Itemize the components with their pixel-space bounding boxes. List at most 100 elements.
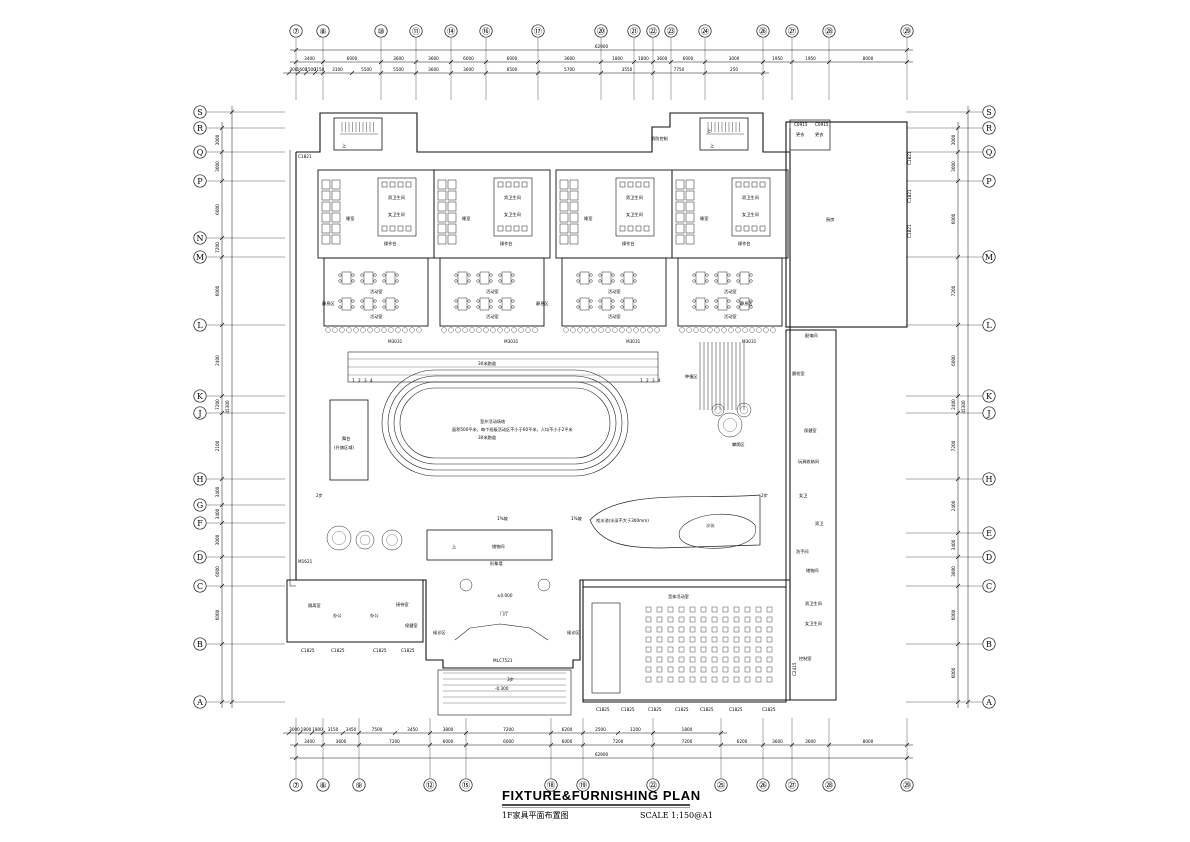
dim-top-row2-tick (760, 70, 766, 76)
planter-shrub (598, 327, 604, 333)
chair (395, 273, 399, 277)
left-axis-circle (193, 406, 207, 420)
right-axis-circle (982, 550, 996, 564)
left-axis-label: R (197, 124, 204, 133)
chair (467, 273, 471, 277)
left-axis-label: L (197, 321, 203, 330)
admin-block (286, 579, 424, 643)
door-label-c1821: C1821 (298, 154, 312, 159)
music-room-seat (722, 606, 729, 613)
dim-left-segments-tick (219, 699, 225, 705)
top-axis-circle (444, 24, 458, 38)
chair (692, 279, 696, 283)
chair (489, 305, 493, 309)
right-axis-circle (982, 526, 996, 540)
room-label-sleep: 睡室 (462, 215, 470, 221)
door-label-c1825: C1825 (401, 648, 415, 653)
chair (454, 305, 458, 309)
bed (447, 212, 457, 223)
dim-top-total-value: 62900 (595, 44, 609, 49)
dim-left-total-value: 45300 (225, 400, 230, 414)
dim-left-segments-value: 3400 (215, 508, 220, 519)
dim-top-row1-value: 8000 (863, 56, 874, 61)
planter-shrub (441, 327, 447, 333)
planter-shrub (563, 327, 569, 333)
toilet-fixture (751, 225, 758, 232)
room-label-toilet-m: 男卫生间 (626, 194, 643, 201)
bottom-axis-label: ㉕ (717, 781, 725, 790)
chair (360, 305, 364, 309)
room-label-waiting: 候诊区 (433, 629, 446, 636)
room-label-lobby: 门厅 (500, 610, 508, 617)
dim-right-segments-tick (955, 322, 961, 328)
music-room-seat (744, 666, 751, 673)
table (695, 271, 706, 285)
planter-shrub (584, 327, 590, 333)
chair (714, 273, 718, 277)
music-room-seat (711, 636, 718, 643)
room-label-east: 配电间 (805, 332, 818, 339)
dim-bottom-row2-tick (427, 730, 433, 736)
music-room-seat (755, 646, 762, 653)
bed (437, 179, 447, 190)
toilet-fixture (759, 225, 766, 232)
chair (498, 279, 502, 283)
music-room-seat (700, 606, 707, 613)
lane-number: 3 (364, 378, 367, 383)
chair (692, 273, 696, 277)
table (385, 297, 396, 311)
planter-shrub (756, 327, 762, 333)
toilet-fixture (619, 225, 626, 232)
room-label-activity: 活动室 (608, 288, 621, 295)
music-room-seat (733, 616, 740, 623)
chair (749, 279, 753, 283)
right-axis-circle (982, 250, 996, 264)
dim-left-segments-tick (219, 322, 225, 328)
dim-right-segments-value: 3000 (951, 566, 956, 577)
music-room-seat (645, 676, 652, 683)
music-room-seat (645, 646, 652, 653)
dim-bottom-row2-tick (718, 730, 724, 736)
dim-top-row2-value: 3100 (332, 67, 343, 72)
dim-left-segments-tick (219, 393, 225, 399)
chair (476, 279, 480, 283)
bed (447, 190, 457, 201)
top-axis-circle (374, 24, 388, 38)
table (501, 271, 512, 285)
left-axis-label: M (196, 253, 204, 262)
dim-bottom-row1-tick (904, 742, 910, 748)
sandpit-label: 沙坑 (706, 522, 715, 529)
music-room-seat (755, 656, 762, 663)
room-label-isolation: 隔离室 (308, 602, 321, 609)
left-axis-label: F (197, 519, 203, 528)
chair (360, 273, 364, 277)
dim-left-total-tick (229, 699, 235, 705)
left-axis-label: S (197, 108, 202, 117)
planter-shrub (714, 327, 720, 333)
music-room-seat (689, 616, 696, 623)
bottom-axis-circle (289, 778, 303, 792)
music-room-seat (656, 626, 663, 633)
dim-bottom-total-tick (904, 755, 910, 761)
chair (351, 305, 355, 309)
bed (685, 212, 695, 223)
tree (355, 530, 375, 550)
chair (373, 305, 377, 309)
chair (598, 279, 602, 283)
left-axis-circle (193, 145, 207, 159)
sandpit-shape (678, 513, 757, 549)
toilet-fixture (751, 181, 758, 188)
music-room-seat (678, 616, 685, 623)
dim-bottom-row2-tick (286, 730, 292, 736)
room-label-sleep: 睡室 (584, 215, 592, 221)
planter-shrub (476, 327, 482, 333)
music-room-seat (711, 676, 718, 683)
bed (447, 223, 457, 234)
bed (331, 190, 341, 201)
planter-shrub (612, 327, 618, 333)
bottom-axis-label: ⑮ (462, 781, 470, 790)
planter-shrub (525, 327, 531, 333)
dim-top-row1-value: 3600 (657, 56, 668, 61)
music-room-seat (722, 666, 729, 673)
